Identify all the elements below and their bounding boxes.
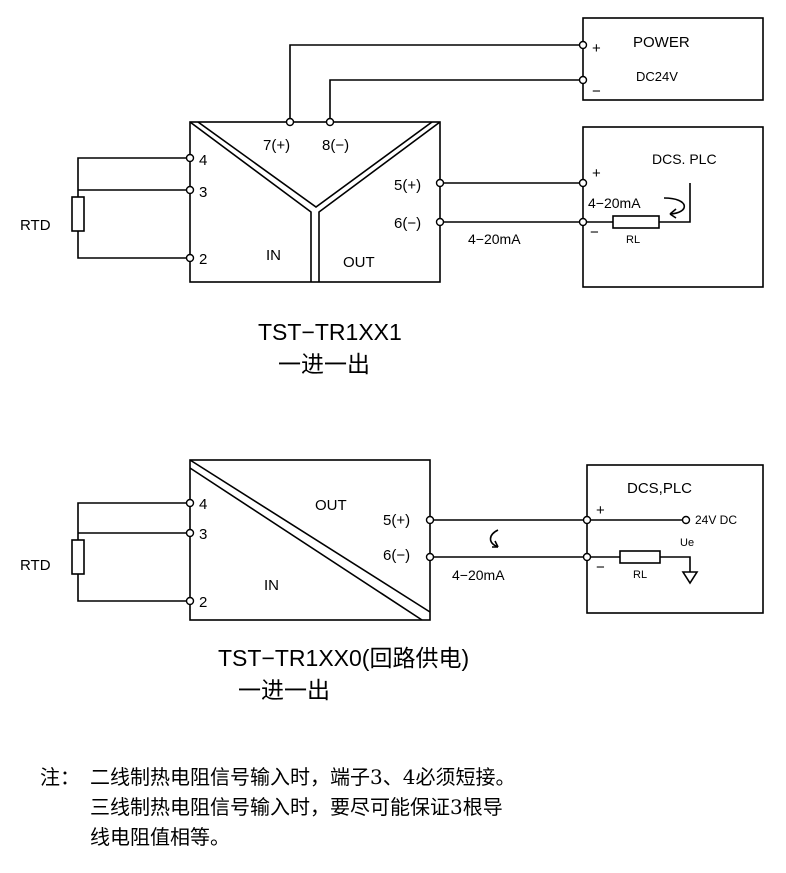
rl-resistor-2 bbox=[619, 550, 661, 564]
label-t6: 6(−) bbox=[394, 215, 421, 232]
diagram1-subtitle: 一进一出 bbox=[278, 351, 370, 377]
label-t3b: 3 bbox=[199, 526, 207, 543]
terminal-4 bbox=[185, 153, 195, 163]
terminal-6b bbox=[425, 552, 435, 562]
label-t7: 7(+) bbox=[263, 137, 290, 154]
terminal-5b bbox=[425, 515, 435, 525]
terminal-3b bbox=[185, 528, 195, 538]
loop-arrow-2 bbox=[489, 529, 499, 548]
label-t4: 4 bbox=[199, 152, 207, 169]
power-minus: − bbox=[592, 83, 601, 100]
diagram2-subtitle: 一进一出 bbox=[238, 677, 330, 703]
rtd-resistor-1 bbox=[71, 196, 85, 232]
terminal-2 bbox=[185, 253, 195, 263]
supply-terminal bbox=[681, 515, 691, 525]
terminal-5 bbox=[435, 178, 445, 188]
label-out-1: OUT bbox=[343, 254, 375, 271]
ground-symbol bbox=[681, 571, 699, 585]
label-t8: 8(−) bbox=[322, 137, 349, 154]
label-in-1: IN bbox=[266, 247, 281, 264]
label-t5: 5(+) bbox=[394, 177, 421, 194]
loop-current-label-1: 4−20mA bbox=[588, 195, 641, 211]
dcs-plus-terminal-2 bbox=[582, 515, 592, 525]
rl-label-1: RL bbox=[626, 234, 640, 246]
transmitter-box-1 bbox=[189, 121, 441, 283]
power-box bbox=[582, 17, 764, 101]
power-plus: + bbox=[592, 40, 601, 57]
rtd-label-1: RTD bbox=[20, 217, 51, 234]
note-block: 注： 二线制热电阻信号输入时，端子3、4必须短接。 三线制热电阻信号输入时，要尽可… bbox=[40, 762, 780, 852]
label-t5b: 5(+) bbox=[383, 512, 410, 529]
note-line-3: 线电阻值相等。 bbox=[40, 822, 780, 852]
terminal-7 bbox=[285, 117, 295, 127]
transmitter-box-2 bbox=[189, 459, 431, 621]
label-t2b: 2 bbox=[199, 594, 207, 611]
y-divider-1 bbox=[189, 121, 441, 282]
dcs-box-1 bbox=[582, 126, 764, 288]
dcs-title-1: DCS. PLC bbox=[652, 151, 717, 167]
dcs-box-2 bbox=[586, 464, 764, 614]
dcs-minus-terminal-2 bbox=[582, 552, 592, 562]
diagonal-divider-2 bbox=[189, 459, 431, 621]
line-current-label-2: 4−20mA bbox=[452, 567, 505, 583]
rtd-label-2: RTD bbox=[20, 557, 51, 574]
loop-arrow-1 bbox=[663, 197, 686, 215]
dcs-minus-2: − bbox=[596, 559, 605, 576]
note-text-3: 线电阻值相等。 bbox=[90, 825, 230, 849]
terminal-3 bbox=[185, 185, 195, 195]
power-sub: DC24V bbox=[636, 69, 678, 84]
dcs-title-2: DCS,PLC bbox=[627, 480, 692, 497]
power-plus-terminal bbox=[578, 40, 588, 50]
terminal-6 bbox=[435, 217, 445, 227]
diagram1-title: TST−TR1XX1 bbox=[258, 319, 402, 345]
note-prefix: 注： bbox=[40, 765, 80, 789]
label-in-2: IN bbox=[264, 577, 279, 594]
dcs-minus-terminal-1 bbox=[578, 217, 588, 227]
diagram2-title: TST−TR1XX0(回路供电) bbox=[218, 645, 469, 671]
note-line-1: 注： 二线制热电阻信号输入时，端子3、4必须短接。 bbox=[40, 762, 780, 792]
line-current-label-1: 4−20mA bbox=[468, 231, 521, 247]
terminal-4b bbox=[185, 498, 195, 508]
terminal-2b bbox=[185, 596, 195, 606]
ue-label: Ue bbox=[680, 537, 694, 549]
note-line-2: 三线制热电阻信号输入时，要尽可能保证3根导 bbox=[40, 792, 780, 822]
terminal-8 bbox=[325, 117, 335, 127]
note-text-2: 三线制热电阻信号输入时，要尽可能保证3根导 bbox=[90, 795, 503, 819]
label-t6b: 6(−) bbox=[383, 547, 410, 564]
dcs-minus-1: − bbox=[590, 224, 599, 241]
dcs-plus-terminal-1 bbox=[578, 178, 588, 188]
dcs-plus-1: + bbox=[592, 165, 601, 182]
label-t3: 3 bbox=[199, 184, 207, 201]
supply-label: 24V DC bbox=[695, 513, 737, 527]
power-title: POWER bbox=[633, 34, 690, 51]
label-t4b: 4 bbox=[199, 496, 207, 513]
rl-resistor-1 bbox=[612, 215, 660, 229]
rtd-resistor-2 bbox=[71, 539, 85, 575]
rl-label-2: RL bbox=[633, 569, 647, 581]
label-out-2: OUT bbox=[315, 497, 347, 514]
label-t2: 2 bbox=[199, 251, 207, 268]
power-minus-terminal bbox=[578, 75, 588, 85]
dcs-plus-2: + bbox=[596, 502, 605, 519]
wiring-diagrams: RTD 4 3 2 7(+) 8(−) 5(+) 6(−) IN OUT POW… bbox=[20, 17, 764, 703]
note-text-1: 二线制热电阻信号输入时，端子3、4必须短接。 bbox=[90, 765, 516, 789]
